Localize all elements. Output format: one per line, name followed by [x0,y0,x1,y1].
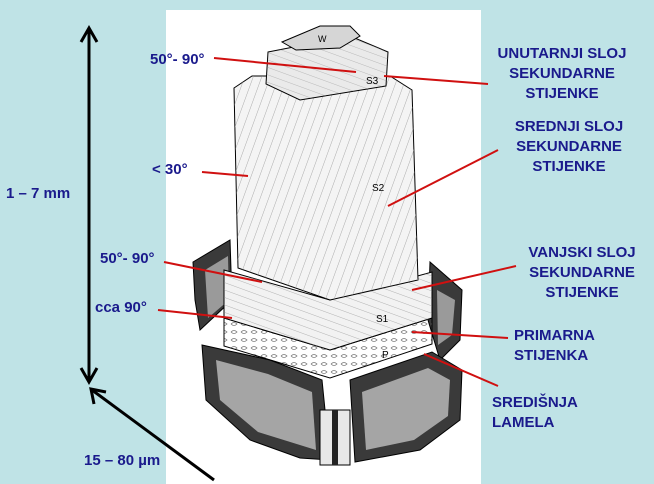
warty-layer-top [280,25,361,51]
inner-layer-line-3: STIJENKE [525,85,599,102]
middle-lamella-line-1: SREDIŠNJA [492,394,578,411]
inner-layer-line-1: UNUTARNJI SLOJ [497,45,627,62]
width-label: 15 – 80 µm [84,452,161,469]
primary-wall-line-1: PRIMARNA [514,327,595,344]
primary-wall-label: PRIMARNA STIJENKA [514,326,595,366]
outer-layer-label: VANJSKI SLOJ SEKUNDARNE STIJENKE [512,243,652,303]
angle-primary-label: cca 90° [95,299,147,316]
middle-layer-line-2: SEKUNDARNE [516,138,622,155]
outer-layer-line-1: VANJSKI SLOJ [528,244,636,261]
height-arrow [79,24,99,386]
leader-lines [157,57,517,387]
angle-s1-label: 50°- 90° [100,250,155,267]
inner-layer-label: UNUTARNJI SLOJ SEKUNDARNE STIJENKE [474,44,650,104]
primary-wall-line-2: STIJENKA [514,347,589,364]
mark-p: P [382,350,389,361]
height-label: 1 – 7 mm [6,185,71,202]
middle-layer-label: SREDNJI SLOJ SEKUNDARNE STIJENKE [494,117,644,177]
outer-layer-line-3: STIJENKE [545,284,619,301]
mark-s1: S1 [376,314,389,325]
mark-s2: S2 [372,183,385,194]
neighbor-cells [192,239,463,466]
inner-layer-line-2: SEKUNDARNE [509,65,615,82]
width-arrow [89,387,215,482]
middle-layer-line-3: STIJENKE [532,158,606,175]
middle-lamella-line-2: LAMELA [492,414,555,431]
middle-layer-line-1: SREDNJI SLOJ [514,118,624,135]
angle-s2-label: < 30° [152,161,188,178]
middle-lamella-label: SREDIŠNJA LAMELA [492,393,578,433]
outer-layer-line-2: SEKUNDARNE [529,264,635,281]
angle-s3-label: 50°- 90° [150,51,205,68]
mark-s3: S3 [366,76,379,87]
mark-w: W [318,34,327,44]
